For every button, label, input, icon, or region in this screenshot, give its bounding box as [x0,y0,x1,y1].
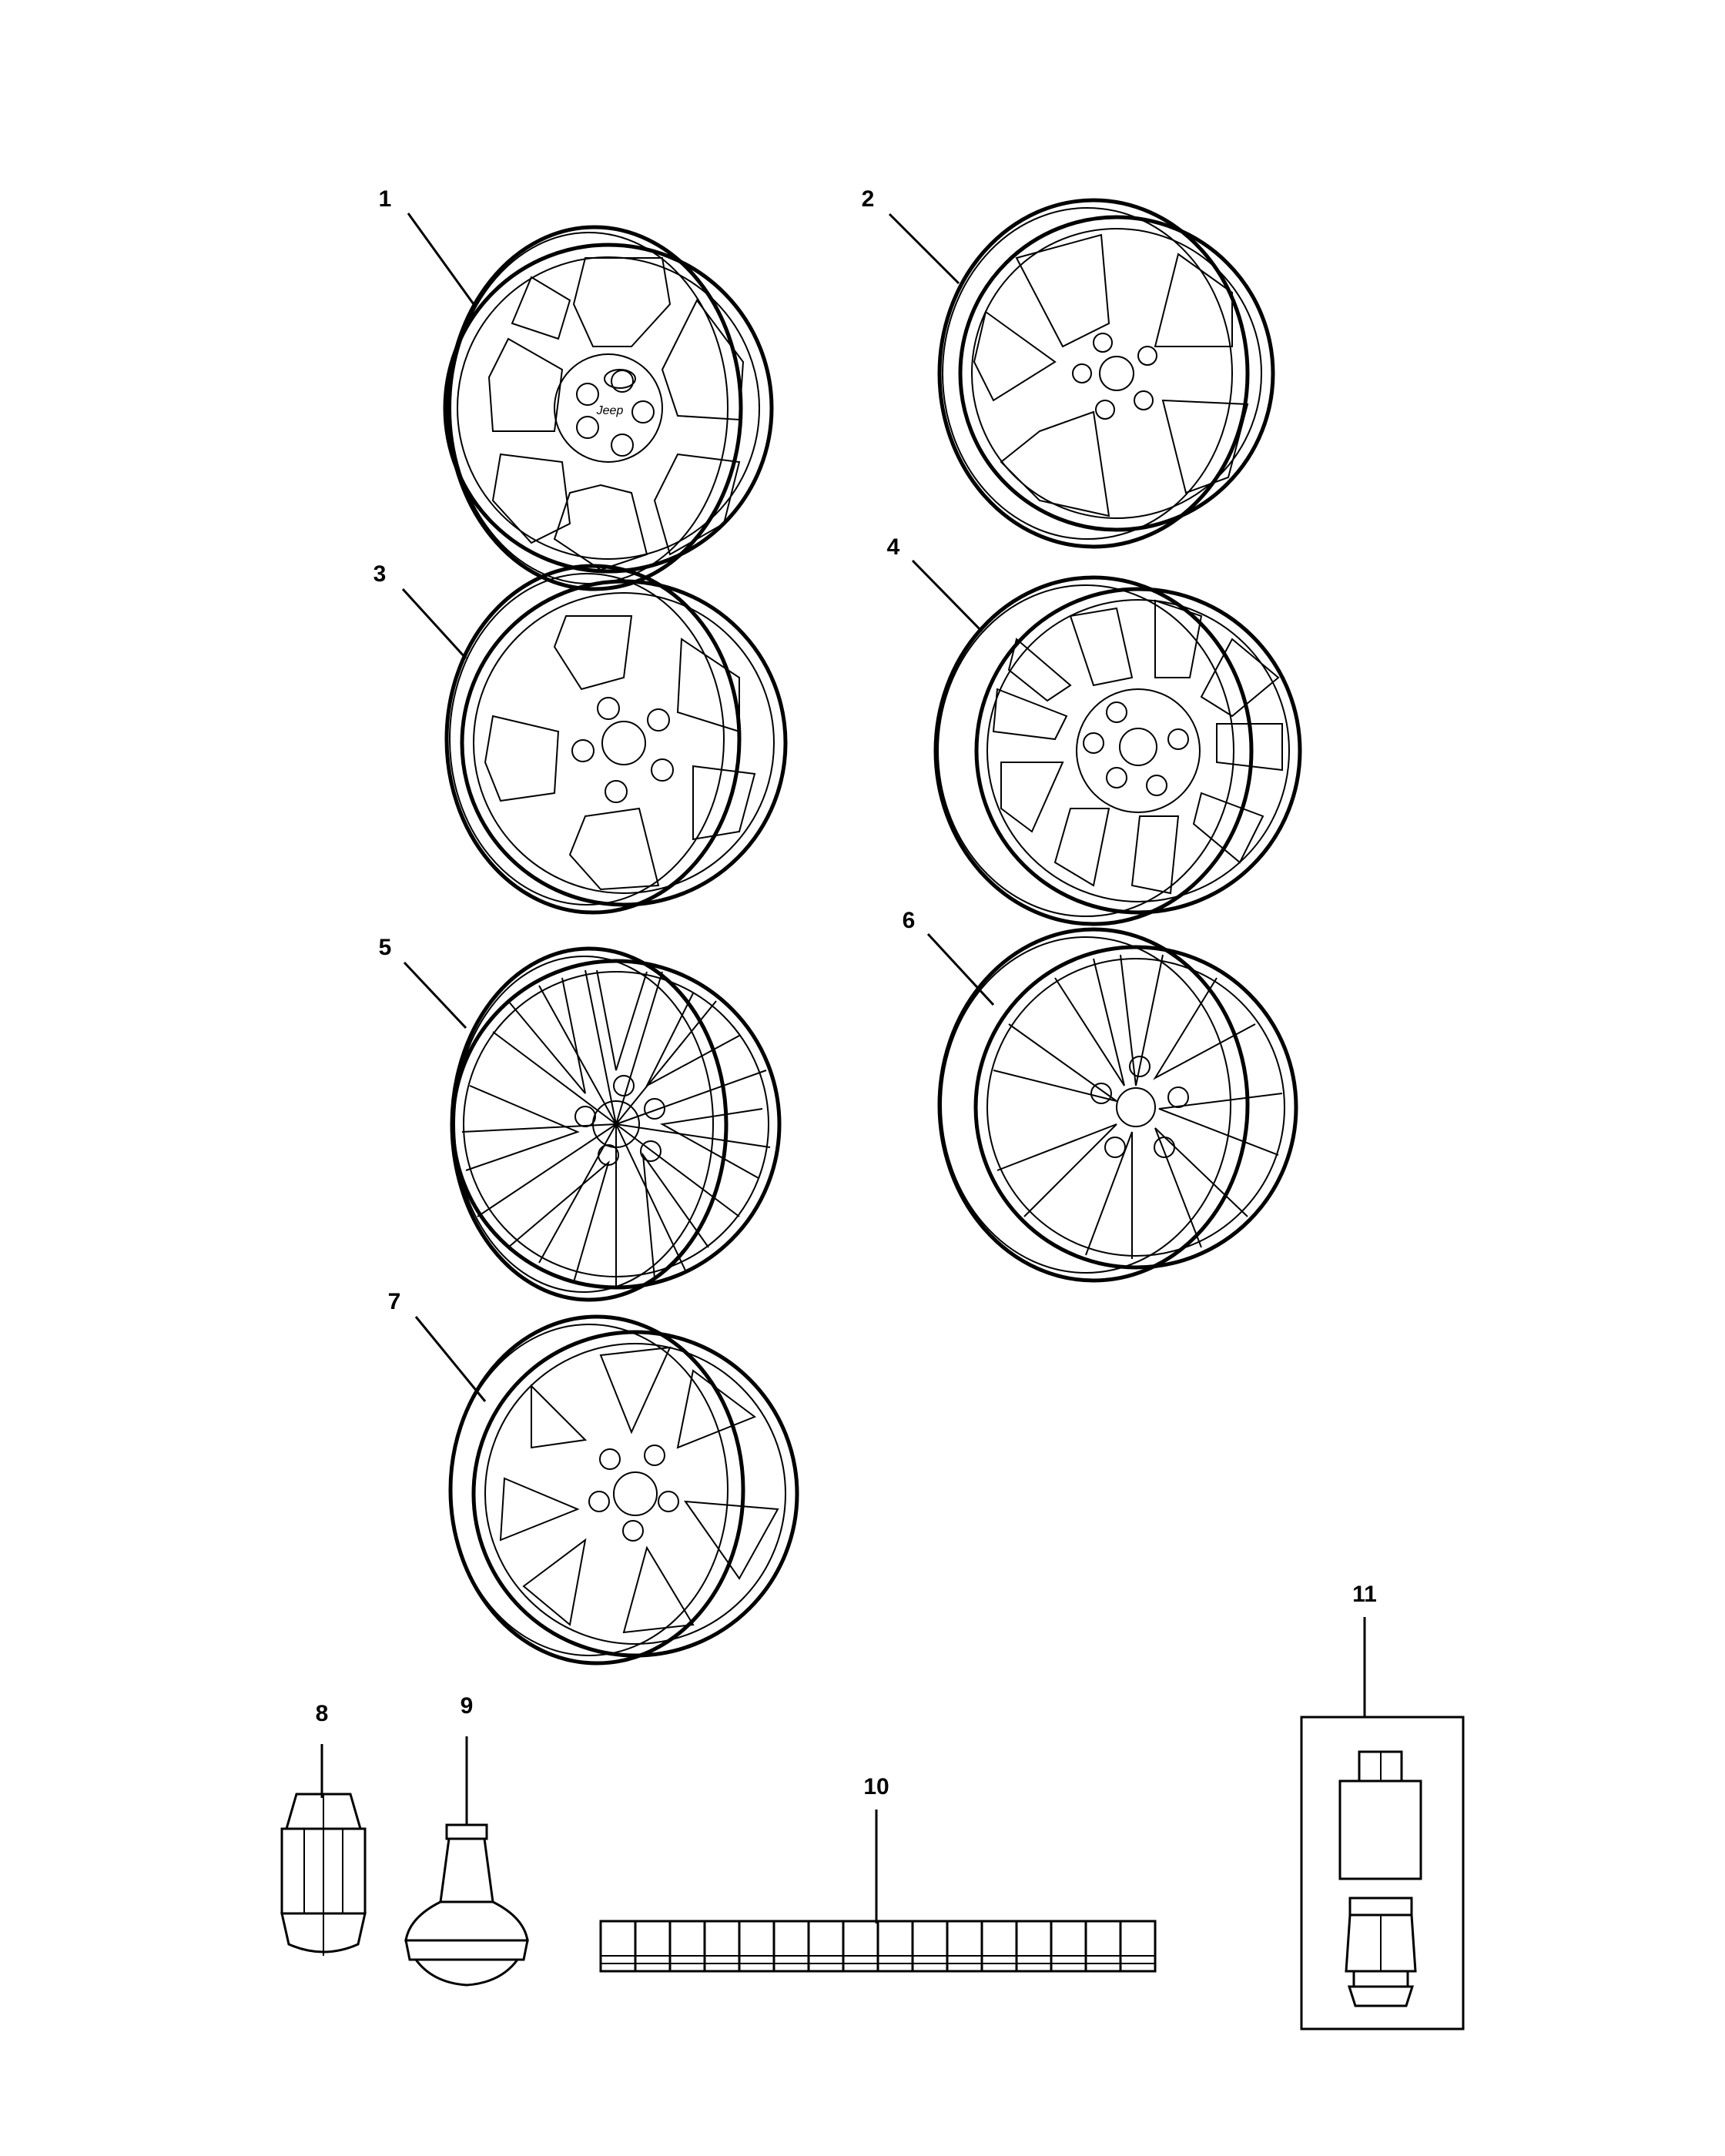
callout-9: 9 [461,1693,474,1719]
wheel-5-icon[interactable] [450,946,782,1302]
leader-6 [926,932,995,1006]
callout-4: 4 [887,534,900,560]
leader-4 [911,559,983,633]
leader-7 [414,1316,487,1402]
callout-11: 11 [1352,1582,1377,1607]
wheel-lock-kit-icon[interactable] [1300,1716,1465,2030]
leader-3 [401,588,467,660]
wheel-1-icon[interactable]: Jeep [443,225,774,591]
wheel-4-icon[interactable] [933,575,1302,926]
kit-box [1300,1716,1465,2030]
leader-2 [888,213,960,285]
callout-7: 7 [388,1289,401,1314]
leader-1 [407,213,475,305]
lug-nut-icon[interactable] [280,1793,367,1956]
valve-stem-icon[interactable] [404,1823,529,1987]
callout-8: 8 [316,1701,329,1726]
wheel-7-icon[interactable] [448,1314,799,1666]
callout-10: 10 [863,1774,889,1799]
wheel-2-icon[interactable] [937,198,1275,549]
callout-3: 3 [373,561,387,587]
leader-5 [403,961,467,1029]
wheel-6-icon[interactable] [937,927,1298,1283]
wheel-weight-strip-icon[interactable] [599,1920,1157,1973]
callout-1: 1 [379,186,392,212]
callout-5: 5 [379,935,392,960]
callout-2: 2 [862,186,875,212]
logo-text: Jeep [596,404,624,417]
wheel-3-icon[interactable] [444,564,788,915]
callout-6: 6 [903,908,916,933]
